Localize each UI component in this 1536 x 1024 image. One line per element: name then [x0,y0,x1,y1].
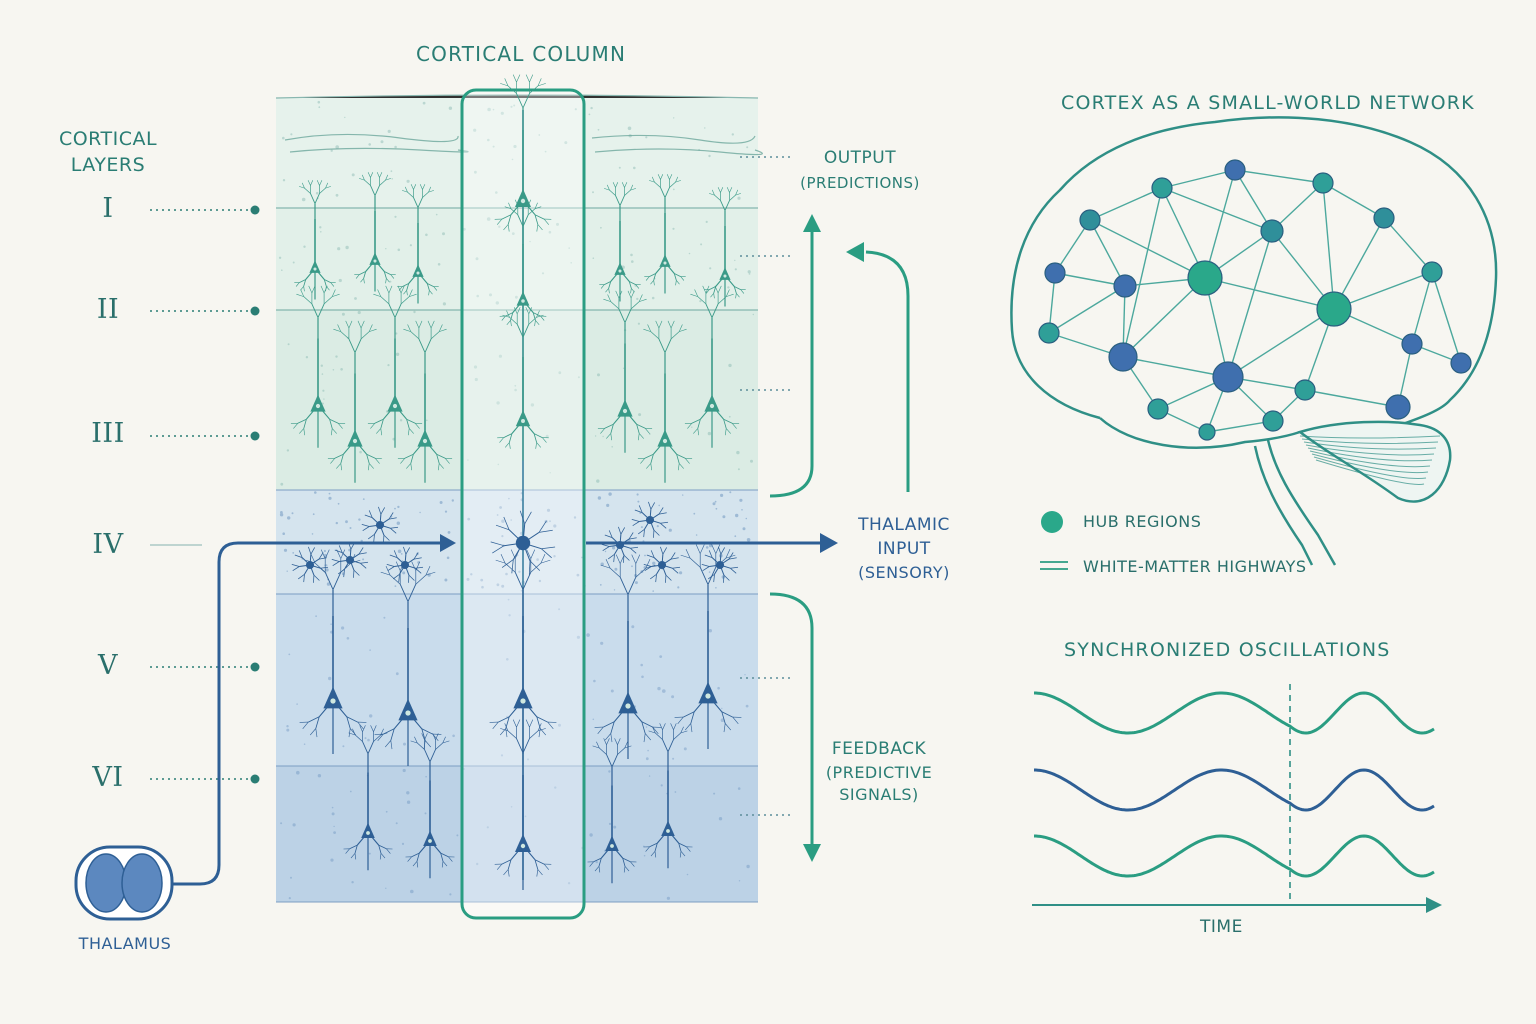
neuron-group [290,74,746,890]
column-title: CORTICAL COLUMN [416,42,627,66]
time-axis-arrowhead [1426,897,1442,913]
network-title: CORTEX AS A SMALL-WORLD NETWORK [1061,92,1475,114]
layer6-neuron [587,738,637,884]
layer-label-vi: VI [92,762,124,793]
network-node [1044,262,1066,284]
network-node [1224,159,1246,181]
layer4-stellate [631,501,669,538]
network-node [1294,379,1316,401]
network-node [1198,423,1216,441]
oscillation-wave-3 [1034,834,1435,878]
oscillation-wave-2 [1034,768,1435,812]
network-node [1151,177,1173,199]
layer3-neuron [367,285,423,448]
feedback-bracket [769,592,821,862]
layer-label-iii: III [91,418,125,449]
layers-heading-line1: CORTICAL [58,128,158,150]
network-node [1108,342,1138,372]
feedback-label-line2: (PREDICTIVE [825,763,933,782]
network-nodes [1038,159,1472,441]
layer-i-marker [250,205,260,215]
central-stellate-layer4 [490,510,556,575]
time-axis-label: TIME [1200,917,1243,937]
network-node [1147,398,1169,420]
layer5-neuron [594,554,662,759]
oscillation-wave-1 [1034,691,1435,735]
layer4-stellate [701,546,739,583]
hub-node [1316,291,1352,327]
layer-leaders [150,209,252,780]
thalamic-input-arrow [172,533,838,886]
layer6-neuron [405,733,455,879]
network-node [1260,219,1284,243]
network-node [1212,361,1244,393]
thalamic-label-line2: INPUT [877,539,931,559]
central-neuron-layer2 [499,199,547,336]
network-node [1038,322,1060,344]
layer4-stellate [361,506,399,543]
layer2-neuron [644,174,686,294]
layer5-neuron [674,544,742,749]
network-node [1373,207,1395,229]
thalamus-icon [74,845,174,921]
thalamic-label-line3: (SENSORY) [858,563,950,582]
layer5-neuron [299,549,367,754]
thalamic-label-line1: THALAMIC [858,515,950,535]
white-matter-legend-icon [1040,561,1068,570]
central-neuron-layer5 [489,549,557,754]
layer2-neuron [704,187,746,307]
layer4-stellate [643,546,681,583]
layer-label-i: I [102,193,114,224]
network-node [1312,172,1334,194]
layer-ii-marker [250,306,260,316]
brain-outline [1010,116,1498,566]
network-node [1421,261,1443,283]
network-node [1385,394,1411,420]
layer-label-ii: II [96,294,120,325]
layer5-neuron [374,561,442,766]
layer2-neuron [354,172,396,292]
network-node [1401,333,1423,355]
network-node [1113,274,1137,298]
layer-v-marker [250,662,260,672]
layer-iii-marker [250,431,260,441]
output-label-line1: OUTPUT [823,148,897,168]
layer6-neuron [643,723,693,869]
feedback-label-line3: SIGNALS) [839,785,919,804]
layer3-neuron [597,290,653,453]
layer3-neuron [290,285,346,448]
layer2-neuron [294,180,336,300]
layer3-neuron [397,320,453,483]
oscillation-waves [1034,691,1435,878]
layer-vi-marker [250,774,260,784]
layer6-neuron [343,725,393,871]
network-edges [1048,169,1462,433]
central-neuron-layer6 [494,719,552,890]
layer3-neuron [327,320,383,483]
hub-legend-label: HUB REGIONS [1083,512,1202,531]
feedback-label-line1: FEEDBACK [831,739,927,759]
thalamus-label: THALAMUS [78,934,172,953]
central-neuron-layer3 [497,307,549,461]
network-node [1262,410,1284,432]
network-node [1079,209,1101,231]
layer2-neuron [599,182,641,302]
layers-heading-line2: LAYERS [70,154,146,176]
white-matter-legend-label: WHITE-MATTER HIGHWAYS [1083,557,1307,576]
output-bracket [769,214,821,498]
layer3-neuron [684,285,740,448]
hub-node [1187,260,1223,296]
layer-label-v: V [98,650,118,681]
network-node [1450,352,1472,374]
right-leaders [740,156,792,816]
layer3-neuron [637,320,693,483]
layer-label-iv: IV [92,529,124,560]
oscillations-title: SYNCHRONIZED OSCILLATIONS [1064,639,1391,661]
hub-legend-icon [1041,511,1063,533]
output-curve-arrow [846,242,910,492]
output-label-line2: (PREDICTIONS) [800,174,920,192]
